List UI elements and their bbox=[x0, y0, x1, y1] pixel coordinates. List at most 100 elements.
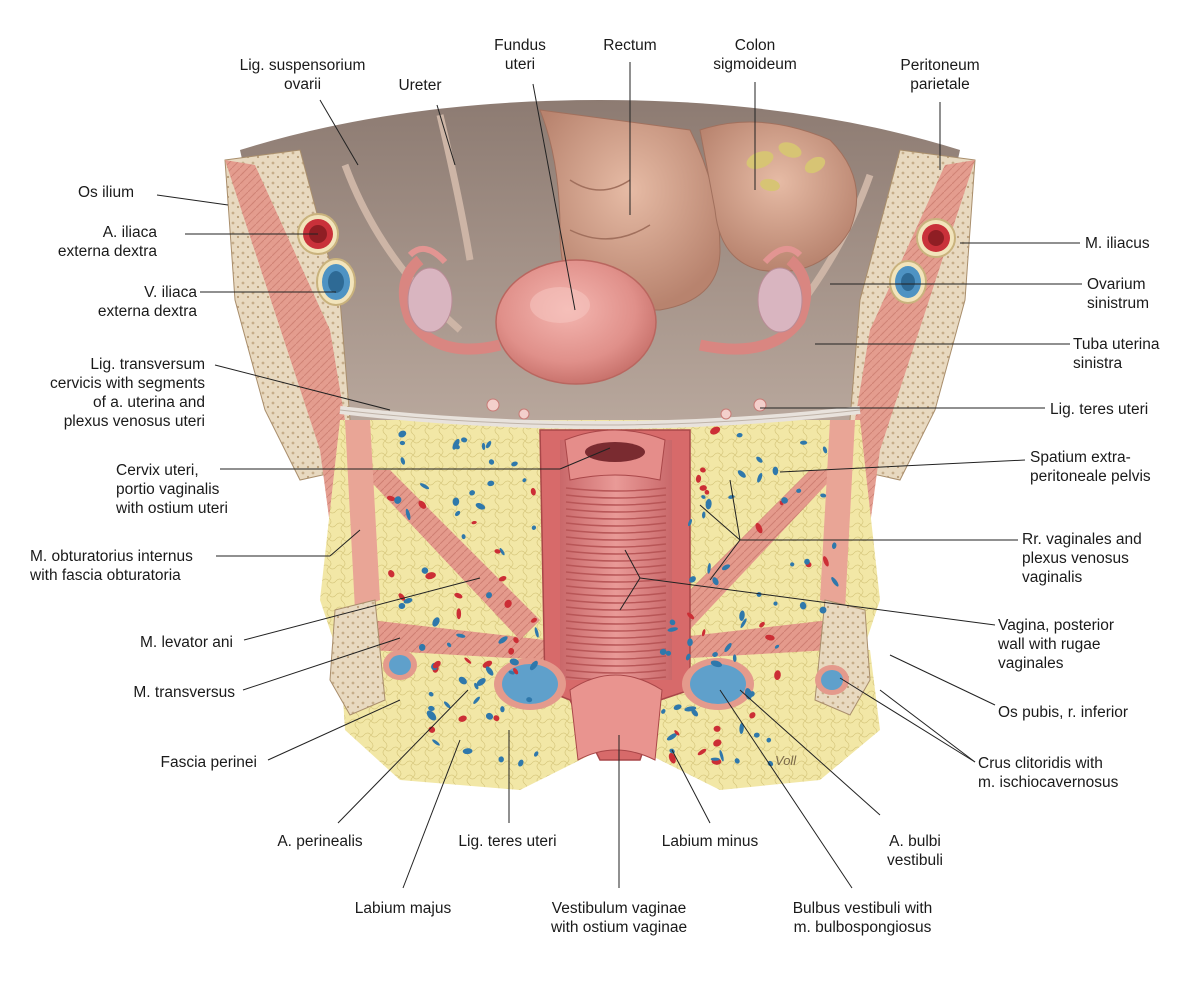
plexus-vessel bbox=[734, 758, 740, 764]
vaginal-ruga bbox=[565, 494, 667, 499]
plexus-vessel bbox=[461, 437, 468, 443]
label-spatium-extraperitoneale: Spatium extra-peritoneale pelvis bbox=[1030, 449, 1151, 485]
plexus-vessel bbox=[419, 483, 430, 490]
plexus-vessel bbox=[819, 606, 827, 614]
label-labium-majus: Labium majus bbox=[354, 900, 452, 917]
plexus-vessel bbox=[774, 670, 781, 680]
plexus-vessel bbox=[701, 511, 706, 519]
plexus-vessel bbox=[687, 638, 693, 647]
plexus-vessel bbox=[740, 618, 747, 629]
vaginal-ruga bbox=[565, 613, 667, 618]
plexus-vessel bbox=[488, 459, 495, 465]
plexus-vessel bbox=[504, 599, 512, 608]
plexus-vessel bbox=[705, 498, 712, 510]
label-m-transversus: M. transversus bbox=[133, 684, 235, 701]
plexus-vessel bbox=[688, 519, 692, 527]
plexus-vessel bbox=[498, 636, 508, 644]
plexus-vessel bbox=[822, 556, 829, 567]
plexus-vessel bbox=[755, 522, 763, 534]
vaginal-ruga bbox=[565, 599, 667, 604]
plexus-vessel bbox=[469, 490, 476, 496]
plexus-vessel bbox=[691, 709, 699, 717]
plexus-vessel bbox=[405, 508, 411, 521]
plexus-vessel bbox=[500, 706, 505, 713]
plexus-vessel bbox=[712, 652, 718, 657]
vaginal-ruga bbox=[565, 564, 667, 569]
plexus-vessel bbox=[452, 438, 460, 450]
plexus-vessel bbox=[739, 610, 745, 621]
plexus-vessel bbox=[475, 503, 486, 510]
plexus-vessel bbox=[388, 570, 395, 578]
plexus-vessel bbox=[700, 467, 706, 473]
vaginal-ruga bbox=[565, 592, 667, 597]
plexus-vessel bbox=[796, 488, 802, 493]
plexus-vessel bbox=[739, 722, 744, 735]
plexus-vessel bbox=[721, 564, 731, 571]
plexus-vessel bbox=[704, 489, 710, 495]
label-labium-minus: Labium minus bbox=[661, 833, 759, 850]
plexus-vessel bbox=[511, 461, 518, 467]
label-os-pubis: Os pubis, r. inferior bbox=[998, 704, 1129, 721]
vaginal-ruga bbox=[565, 508, 667, 513]
plexus-vessel bbox=[781, 497, 788, 504]
plexus-vessel bbox=[509, 658, 519, 666]
plexus-vessel bbox=[485, 666, 494, 676]
vaginal-ruga bbox=[565, 606, 667, 611]
vaginal-ruga bbox=[565, 515, 667, 520]
vaginal-ruga bbox=[565, 634, 667, 639]
plexus-vessel bbox=[456, 608, 462, 620]
plexus-vessel bbox=[749, 712, 756, 719]
plexus-vessel bbox=[398, 602, 406, 610]
plexus-vessel bbox=[486, 592, 492, 599]
plexus-vessel bbox=[773, 601, 778, 606]
plexus-vessel bbox=[526, 697, 533, 703]
label-a-perinealis: A. perinealis bbox=[277, 833, 363, 850]
plexus-vessel bbox=[534, 627, 539, 638]
plexus-vessel bbox=[400, 457, 406, 465]
plexus-vessel bbox=[774, 644, 780, 649]
plexus-vessel bbox=[481, 442, 486, 450]
plexus-vessel bbox=[665, 650, 672, 656]
plexus-vessel bbox=[493, 715, 500, 722]
plexus-vessel bbox=[732, 654, 737, 662]
plexus-vessel bbox=[399, 440, 406, 446]
plexus-vessel bbox=[485, 712, 494, 720]
plexus-vessel bbox=[719, 749, 724, 762]
vaginal-ruga bbox=[565, 501, 667, 506]
plexus-vessel bbox=[446, 642, 452, 648]
plexus-vessel bbox=[529, 660, 538, 671]
plexus-vessel bbox=[701, 495, 706, 499]
plexus-vessel bbox=[530, 617, 538, 623]
plexus-vessel bbox=[498, 756, 504, 763]
plexus-vessel bbox=[513, 637, 519, 644]
plexus-vessel bbox=[432, 617, 440, 627]
vaginal-ruga bbox=[565, 536, 667, 541]
label-lig-teres-uteri-bottom: Lig. teres uteri bbox=[458, 833, 557, 850]
plexus-vessel bbox=[744, 688, 752, 700]
plexus-vessel bbox=[428, 705, 435, 711]
plexus-vessel bbox=[432, 739, 440, 746]
plexus-vessel bbox=[473, 696, 480, 704]
plexus-vessel bbox=[394, 496, 402, 504]
plexus-vessel bbox=[530, 487, 536, 496]
plexus-vessel bbox=[756, 456, 763, 463]
plexus-vessel bbox=[831, 542, 837, 549]
label-ureter: Ureter bbox=[398, 77, 442, 94]
plexus-vessel bbox=[418, 643, 426, 651]
plexus-vessel bbox=[685, 653, 691, 661]
plexus-vessel bbox=[684, 706, 697, 712]
plexus-vessel bbox=[458, 676, 467, 685]
plexus-vessel bbox=[426, 710, 437, 721]
plexus-vessel bbox=[765, 634, 775, 641]
plexus-vessel bbox=[476, 678, 486, 686]
vaginal-ruga bbox=[565, 641, 667, 646]
